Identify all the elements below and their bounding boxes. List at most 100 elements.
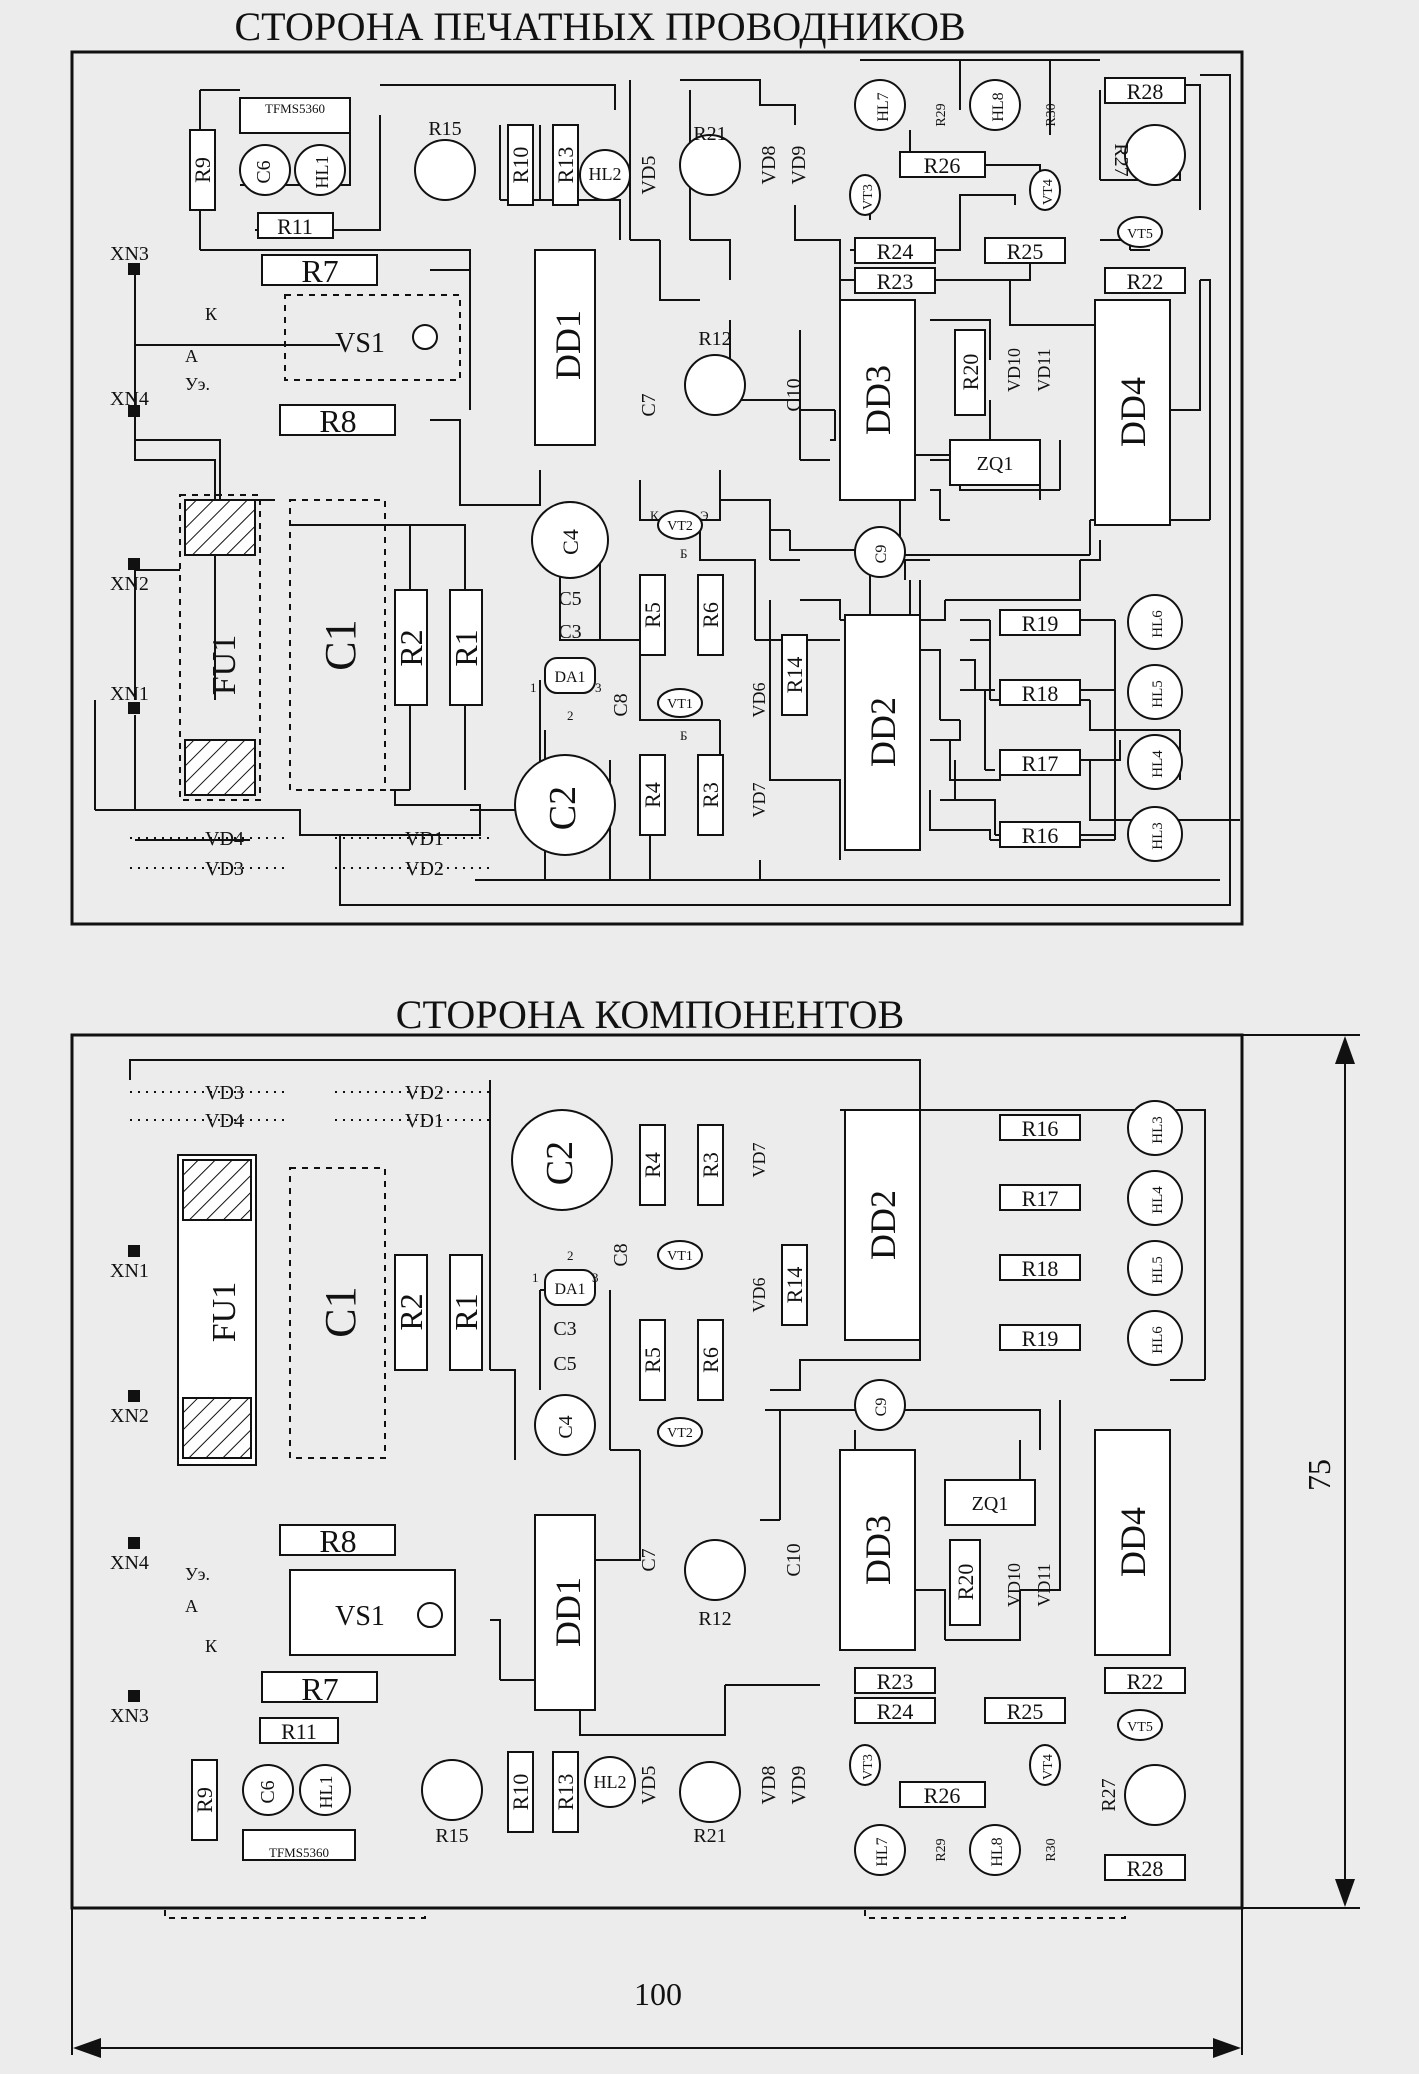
svg-text:1: 1 (530, 680, 537, 695)
svg-text:К: К (205, 304, 218, 324)
svg-text:R2: R2 (393, 1293, 429, 1330)
svg-text:2: 2 (567, 1248, 574, 1263)
svg-text:C4: C4 (555, 1415, 577, 1438)
svg-text:R8: R8 (319, 403, 356, 439)
svg-text:DD1: DD1 (548, 310, 588, 380)
svg-text:R5: R5 (640, 602, 665, 628)
svg-text:R4: R4 (640, 1152, 665, 1178)
svg-text:HL2: HL2 (589, 164, 622, 184)
svg-text:HL6: HL6 (1150, 610, 1166, 638)
svg-text:VD7: VD7 (749, 783, 769, 818)
svg-text:HL3: HL3 (1150, 1116, 1166, 1144)
svg-text:R22: R22 (1127, 1669, 1164, 1694)
svg-text:VD11: VD11 (1034, 1563, 1054, 1606)
svg-text:R19: R19 (1022, 611, 1059, 636)
svg-text:VT1: VT1 (667, 697, 693, 712)
svg-text:R23: R23 (877, 1669, 914, 1694)
svg-text:DD2: DD2 (863, 697, 903, 767)
svg-text:1: 1 (532, 1270, 539, 1285)
svg-text:R26: R26 (924, 153, 961, 178)
svg-text:C9: C9 (873, 1398, 890, 1417)
svg-text:VD9: VD9 (788, 1766, 810, 1805)
svg-text:R4: R4 (640, 782, 665, 808)
svg-text:VD2: VD2 (405, 858, 444, 880)
svg-text:C7: C7 (638, 1548, 660, 1571)
svg-text:R3: R3 (698, 1152, 723, 1178)
svg-text:ZQ1: ZQ1 (972, 1493, 1009, 1515)
svg-text:C7: C7 (638, 393, 660, 416)
svg-text:DD4: DD4 (1113, 1507, 1153, 1577)
dimensions: 75 100 (71, 1034, 1360, 2058)
svg-text:R27: R27 (1098, 1778, 1120, 1811)
svg-text:C1: C1 (316, 1286, 365, 1337)
svg-text:TFMS5360: TFMS5360 (265, 101, 325, 116)
svg-text:3: 3 (595, 680, 602, 695)
svg-text:R14: R14 (782, 1267, 807, 1304)
svg-text:Б: Б (680, 728, 687, 743)
svg-text:R19: R19 (1022, 1326, 1059, 1351)
svg-text:R7: R7 (301, 1671, 338, 1707)
svg-text:VD11: VD11 (1034, 348, 1054, 391)
svg-text:R8: R8 (319, 1523, 356, 1559)
svg-text:R18: R18 (1022, 1256, 1059, 1281)
svg-text:2: 2 (567, 708, 574, 723)
svg-text:VD3: VD3 (205, 1082, 244, 1104)
svg-text:R29: R29 (934, 1838, 949, 1861)
bottom-board-outline (70, 1033, 1244, 1910)
svg-text:R21: R21 (693, 1825, 726, 1847)
top-view-title: СТОРОНА ПЕЧАТНЫХ ПРОВОДНИКОВ (234, 4, 965, 49)
svg-text:DA1: DA1 (554, 669, 585, 686)
svg-text:R15: R15 (428, 118, 461, 140)
svg-text:VD10: VD10 (1004, 348, 1024, 392)
svg-text:VD4: VD4 (205, 828, 244, 850)
svg-text:R5: R5 (640, 1347, 665, 1373)
svg-text:DA1: DA1 (554, 1281, 585, 1298)
svg-text:C10: C10 (783, 1543, 805, 1576)
svg-text:Уэ.: Уэ. (185, 1564, 210, 1584)
svg-text:DD1: DD1 (548, 1577, 588, 1647)
svg-text:HL8: HL8 (990, 92, 1007, 121)
svg-text:C2: C2 (539, 1141, 581, 1185)
svg-text:HL5: HL5 (1150, 1256, 1166, 1284)
svg-text:VT2: VT2 (667, 519, 693, 534)
svg-text:C3: C3 (558, 621, 581, 643)
svg-text:R30: R30 (1044, 103, 1059, 126)
svg-text:C2: C2 (542, 786, 584, 830)
svg-text:HL3: HL3 (1150, 822, 1166, 850)
svg-text:R23: R23 (877, 269, 914, 294)
svg-text:C5: C5 (558, 588, 581, 610)
svg-text:VT4: VT4 (1041, 179, 1056, 205)
svg-text:Б: Б (680, 546, 687, 561)
svg-text:R26: R26 (924, 1783, 961, 1808)
svg-text:Уэ.: Уэ. (185, 374, 210, 394)
svg-text:VT2: VT2 (667, 1426, 693, 1441)
svg-text:R9: R9 (192, 1787, 217, 1813)
svg-text:R11: R11 (277, 214, 313, 239)
svg-text:C1: C1 (316, 619, 365, 670)
svg-text:А: А (185, 1596, 198, 1616)
svg-text:А: А (185, 346, 198, 366)
svg-text:R12: R12 (698, 328, 731, 350)
svg-text:C9: C9 (873, 545, 890, 564)
svg-text:DD3: DD3 (858, 365, 898, 435)
svg-text:R9: R9 (190, 157, 215, 183)
svg-text:XN4: XN4 (110, 388, 149, 410)
svg-text:R16: R16 (1022, 1116, 1059, 1141)
svg-text:C10: C10 (783, 378, 805, 411)
svg-text:VD7: VD7 (749, 1143, 769, 1178)
svg-text:R13: R13 (553, 147, 578, 184)
svg-text:HL7: HL7 (874, 1837, 891, 1866)
svg-text:XN3: XN3 (110, 243, 149, 265)
svg-text:XN2: XN2 (110, 1405, 149, 1427)
svg-text:R21: R21 (693, 123, 726, 145)
svg-text:R13: R13 (553, 1774, 578, 1811)
svg-text:R1: R1 (448, 1293, 484, 1330)
svg-text:XN2: XN2 (110, 573, 149, 595)
svg-text:HL2: HL2 (594, 1772, 627, 1792)
svg-text:VT4: VT4 (1041, 1754, 1056, 1780)
svg-text:R3: R3 (698, 782, 723, 808)
svg-text:VT5: VT5 (1127, 1720, 1153, 1735)
svg-text:R24: R24 (877, 239, 914, 264)
svg-text:FU1: FU1 (206, 635, 243, 695)
svg-text:C3: C3 (553, 1318, 576, 1340)
